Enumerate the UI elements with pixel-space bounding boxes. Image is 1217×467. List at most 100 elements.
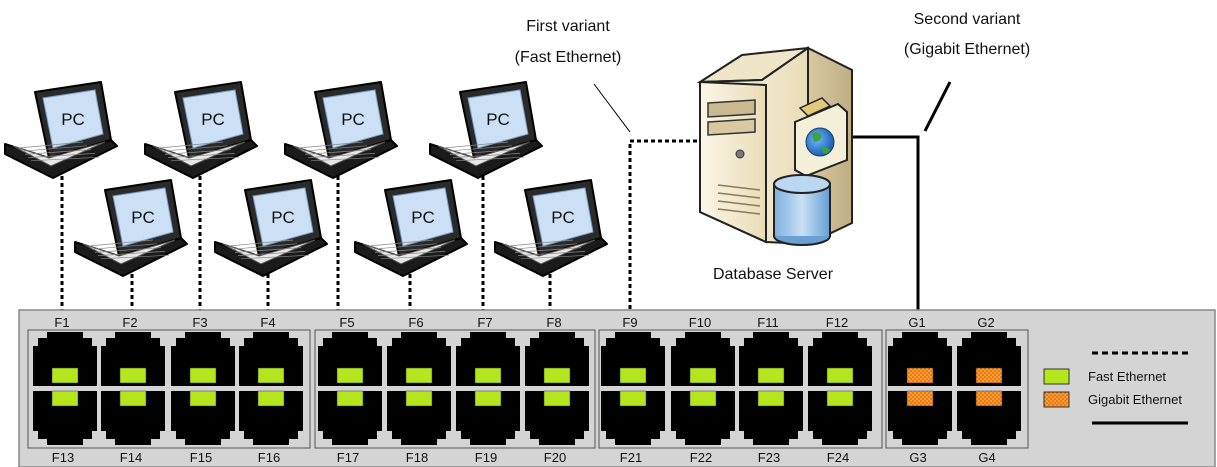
port-f22 xyxy=(671,390,735,445)
port-f23 xyxy=(739,390,803,445)
port-label-g1: G1 xyxy=(908,315,925,330)
port-label-f24: F24 xyxy=(827,450,849,465)
port-led-f1 xyxy=(51,367,79,384)
port-f9 xyxy=(601,332,665,386)
port-led-f12 xyxy=(826,367,854,384)
port-led-f20 xyxy=(543,390,571,407)
first-variant-sublabel: (Fast Ethernet) xyxy=(515,49,622,66)
port-led-f11 xyxy=(757,367,785,384)
second-variant-leader xyxy=(923,81,952,132)
legend-gigabit-label: Gigabit Ethernet xyxy=(1088,392,1182,407)
laptop-icon: PC xyxy=(494,179,608,277)
legend: Fast Ethernet Gigabit Ethernet xyxy=(1043,351,1188,425)
port-f4 xyxy=(239,332,303,386)
port-led-f6 xyxy=(405,367,433,384)
port-f13 xyxy=(33,390,97,445)
pc-label: PC xyxy=(271,208,295,227)
port-led-g3 xyxy=(906,390,934,407)
port-f16 xyxy=(239,390,303,445)
port-label-f18: F18 xyxy=(406,450,428,465)
port-f5 xyxy=(318,332,382,386)
port-label-g3: G3 xyxy=(909,450,926,465)
port-label-f16: F16 xyxy=(258,450,280,465)
port-f21 xyxy=(601,390,665,445)
server-fast-ethernet-link xyxy=(628,139,697,312)
port-led-f5 xyxy=(336,367,364,384)
laptop-icon: PC xyxy=(429,81,543,179)
port-label-f7: F7 xyxy=(477,315,492,330)
port-led-f17 xyxy=(336,390,364,407)
port-f10 xyxy=(671,332,735,386)
port-label-f22: F22 xyxy=(690,450,712,465)
port-label-f9: F9 xyxy=(622,315,637,330)
first-variant-label: First variant xyxy=(526,18,610,35)
port-f20 xyxy=(525,390,589,445)
port-f1 xyxy=(33,332,97,386)
port-f7 xyxy=(456,332,520,386)
pc-label: PC xyxy=(61,110,85,129)
port-led-f22 xyxy=(689,390,717,407)
port-led-f16 xyxy=(257,390,285,407)
pc-label: PC xyxy=(411,208,435,227)
port-label-f1: F1 xyxy=(54,315,69,330)
port-label-f20: F20 xyxy=(544,450,566,465)
legend-gigabit-swatch xyxy=(1043,391,1070,408)
port-led-g2 xyxy=(975,367,1003,384)
laptop-icon: PC xyxy=(284,81,398,179)
port-led-f9 xyxy=(619,367,647,384)
port-label-f11: F11 xyxy=(757,315,778,330)
port-f12 xyxy=(808,332,872,386)
pc-connection-lines xyxy=(60,176,552,313)
port-led-f4 xyxy=(257,367,285,384)
port-f8 xyxy=(525,332,589,386)
port-led-f19 xyxy=(474,390,502,407)
port-led-f15 xyxy=(189,390,217,407)
port-group-3 xyxy=(598,329,883,449)
port-f24 xyxy=(808,390,872,445)
port-label-f12: F12 xyxy=(826,315,848,330)
port-label-g2: G2 xyxy=(977,315,994,330)
port-led-g4 xyxy=(975,390,1003,407)
port-led-f23 xyxy=(757,390,785,407)
port-label-g4: G4 xyxy=(978,450,995,465)
second-variant-label: Second variant xyxy=(914,11,1021,28)
port-led-f2 xyxy=(119,367,147,384)
port-label-f4: F4 xyxy=(260,315,275,330)
laptop-icon: PC xyxy=(354,179,468,277)
port-led-g1 xyxy=(906,367,934,384)
port-label-f10: F10 xyxy=(689,315,711,330)
port-group-4 xyxy=(885,329,1029,449)
port-f19 xyxy=(456,390,520,445)
legend-fast-label: Fast Ethernet xyxy=(1088,369,1166,384)
laptop-icon: PC xyxy=(144,81,258,179)
port-label-f6: F6 xyxy=(408,315,423,330)
legend-fast-swatch xyxy=(1043,368,1070,385)
laptop-icon: PC xyxy=(74,179,188,277)
pc-label: PC xyxy=(131,208,155,227)
port-f2 xyxy=(101,332,165,386)
first-variant-leader xyxy=(593,83,631,133)
pc-label: PC xyxy=(486,110,510,129)
pc-label: PC xyxy=(341,110,365,129)
port-group-2 xyxy=(314,329,596,449)
port-label-f19: F19 xyxy=(475,450,497,465)
port-led-f14 xyxy=(119,390,147,407)
port-f18 xyxy=(387,390,451,445)
port-led-f3 xyxy=(189,367,217,384)
port-label-f5: F5 xyxy=(339,315,354,330)
second-variant-sublabel: (Gigabit Ethernet) xyxy=(904,41,1030,58)
pc-label: PC xyxy=(551,208,575,227)
port-g1 xyxy=(888,332,952,386)
port-led-f13 xyxy=(51,390,79,407)
port-label-f14: F14 xyxy=(120,450,142,465)
port-label-f21: F21 xyxy=(620,450,642,465)
laptop-icon: PC xyxy=(4,81,118,179)
port-f11 xyxy=(739,332,803,386)
port-label-f23: F23 xyxy=(758,450,780,465)
port-g2 xyxy=(957,332,1021,386)
port-label-f2: F2 xyxy=(122,315,137,330)
port-led-f18 xyxy=(405,390,433,407)
port-led-f7 xyxy=(474,367,502,384)
port-label-f17: F17 xyxy=(337,450,359,465)
